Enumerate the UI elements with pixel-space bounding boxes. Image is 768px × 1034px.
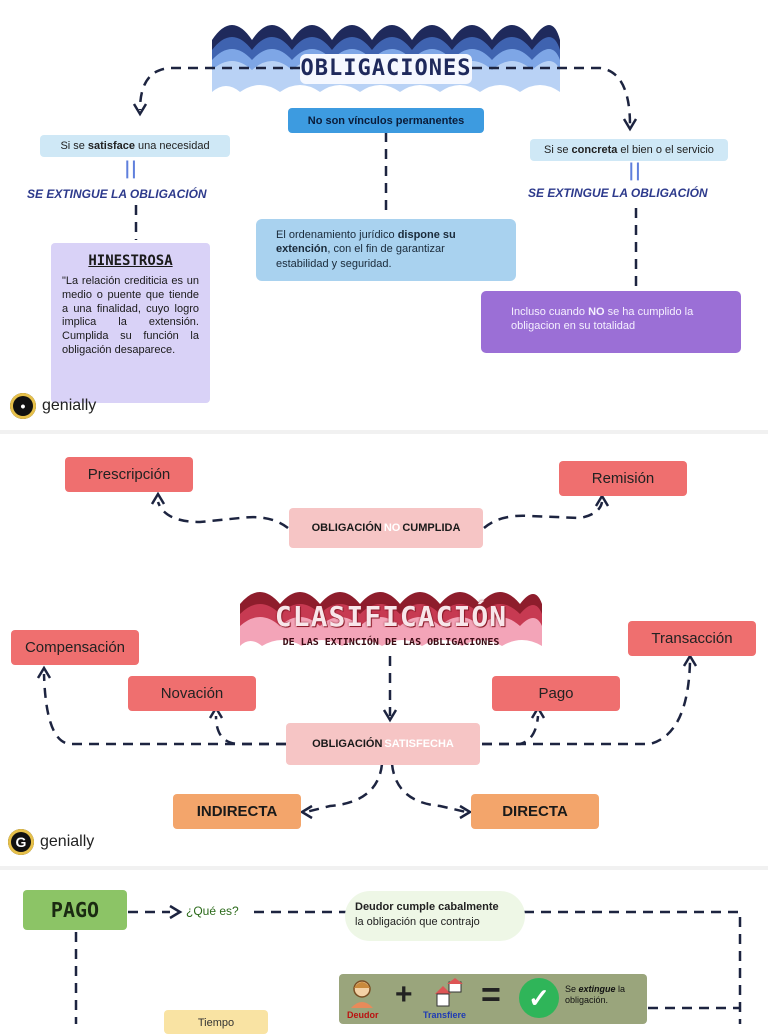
- right-condition-post: el bien o el servicio: [620, 144, 714, 156]
- hinestrosa-quote: "La relación crediticia es un medio o pu…: [62, 275, 199, 356]
- panel-divider-2: [0, 866, 768, 870]
- left-equals-icon: ||: [124, 158, 138, 179]
- purple-text-pre: Incluso cuando: [511, 306, 589, 318]
- genially-logo-text: genially: [40, 833, 95, 850]
- novacion-box: Novación: [128, 676, 256, 711]
- transfer-house-icon: [431, 978, 463, 1008]
- deudor-definition-bold: Deudor cumple cabalmente: [355, 901, 499, 913]
- extinguishes-post: la obligación.: [565, 984, 626, 1005]
- obligaciones-title: OBLIGACIONES: [300, 56, 472, 81]
- clasificacion-title: CLASIFICACIÓN: [274, 600, 508, 633]
- hinestrosa-title: HINESTROSA: [88, 253, 173, 269]
- deudor-label: Deudor: [347, 1010, 379, 1020]
- purple-text-post: se ha cumplido la obligacion en su total…: [511, 306, 694, 333]
- right-condition-pre: Si se: [544, 144, 569, 156]
- payment-equation-box: Deudor + Transfiere = ✓ Se extingue la o…: [339, 974, 647, 1024]
- deudor-definition: Deudor cumple cabalmente la obligación q…: [345, 891, 525, 941]
- left-extinguishes-text: SE EXTINGUE LA OBLIGACIÓN: [27, 187, 207, 201]
- extinguishes-pre: Se: [565, 984, 579, 994]
- clasificacion-banner-shape: [240, 592, 542, 646]
- extinguishes-em: extingue: [578, 984, 616, 994]
- hinestrosa-card: HINESTROSA "La relación crediticia es un…: [51, 243, 210, 403]
- no-cumplida-mid: NO: [383, 522, 401, 534]
- center-text-post: , con el fin de garantizar estabilidad y…: [276, 243, 445, 270]
- remision-box: Remisión: [559, 461, 687, 496]
- plus-icon: +: [395, 978, 413, 1011]
- left-condition-pre: Si se: [60, 140, 85, 152]
- genially-logo-icon: •: [10, 393, 36, 419]
- panel1-connectors: [132, 25, 638, 290]
- pago-box: Pago: [492, 676, 620, 711]
- genially-logo-icon: G: [8, 829, 34, 855]
- center-text-pre: El ordenamiento jurídico: [276, 229, 398, 241]
- panel2-connectors: [36, 491, 698, 820]
- left-condition-bold: satisface: [87, 140, 135, 152]
- right-condition-bold: concreta: [571, 144, 618, 156]
- right-equals-icon: ||: [628, 160, 642, 181]
- no-permanent-label: No son vínculos permanentes: [288, 108, 484, 133]
- panel-divider-1: [0, 430, 768, 434]
- directa-box: DIRECTA: [471, 794, 599, 829]
- center-text-bold: dispone su extención: [276, 229, 456, 256]
- indirecta-box: INDIRECTA: [173, 794, 301, 829]
- que-es-label: ¿Qué es?: [186, 904, 239, 918]
- no-cumplida-post: CUMPLIDA: [402, 522, 461, 534]
- pago-title-box: PAGO: [23, 890, 127, 930]
- obligacion-satisfecha-box: OBLIGACIÓN SATISFECHA: [286, 723, 480, 765]
- check-icon: ✓: [519, 978, 559, 1018]
- no-cumplida-pre: OBLIGACIÓN: [311, 522, 382, 534]
- purple-note-box: Incluso cuando NO se ha cumplido la obli…: [481, 291, 741, 353]
- right-condition-label: Si se concreta el bien o el servicio: [530, 139, 728, 161]
- prescripcion-box: Prescripción: [65, 457, 193, 492]
- tiempo-box: Tiempo: [164, 1010, 268, 1034]
- purple-text-bold: NO: [588, 306, 605, 318]
- genially-logo-2: G genially: [8, 829, 94, 855]
- satisfecha-pre: OBLIGACIÓN: [312, 738, 383, 750]
- panel3-connectors: [74, 904, 742, 1024]
- clasificacion-subtitle: DE LAS EXTINCIÓN DE LAS OBLIGACIONES: [282, 637, 500, 648]
- deudor-definition-rest: la obligación que contrajo: [355, 915, 480, 928]
- center-explanation-box: El ordenamiento jurídico dispone su exte…: [256, 219, 516, 281]
- compensacion-box: Compensación: [11, 630, 139, 665]
- satisfecha-mid: SATISFECHA: [384, 738, 454, 750]
- extinguishes-result: Se extingue la obligación.: [565, 984, 641, 1006]
- deudor-avatar-icon: [347, 978, 377, 1008]
- left-condition-label: Si se satisface una necesidad: [40, 135, 230, 157]
- transfiere-label: Transfiere: [423, 1010, 467, 1020]
- transaccion-box: Transacción: [628, 621, 756, 656]
- genially-logo-1: • genially: [10, 393, 96, 419]
- equals-icon: =: [481, 976, 501, 1014]
- obligacion-no-cumplida-box: OBLIGACIÓN NO CUMPLIDA: [289, 508, 483, 548]
- right-extinguishes-text: SE EXTINGUE LA OBLIGACIÓN: [528, 186, 708, 200]
- genially-logo-text: genially: [42, 397, 97, 414]
- left-condition-post: una necesidad: [138, 140, 210, 152]
